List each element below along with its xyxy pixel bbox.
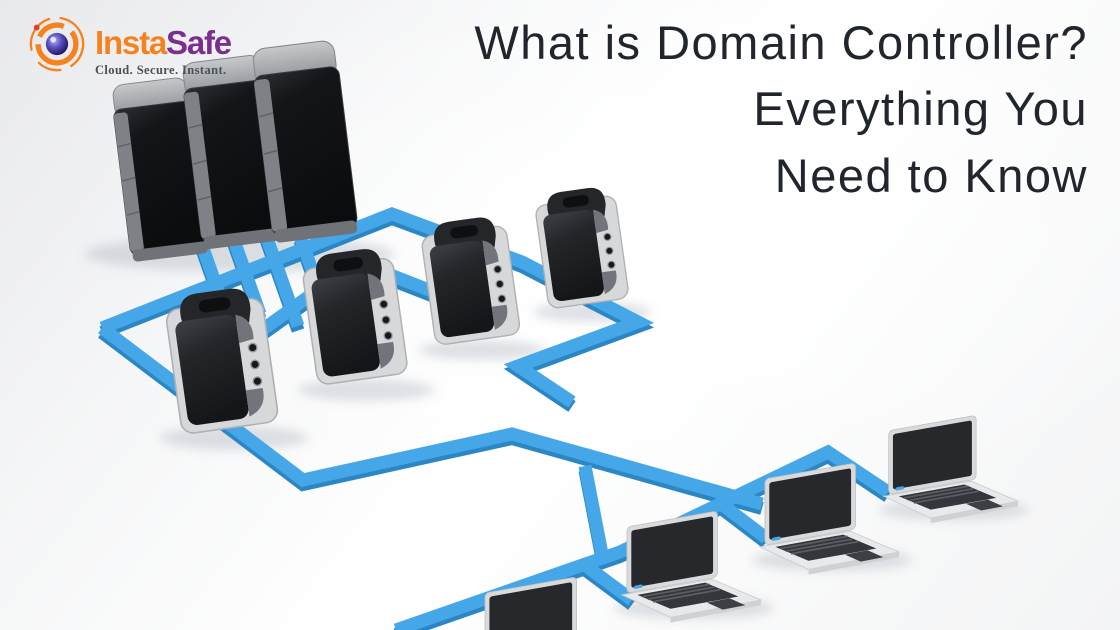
desktop-tower [418, 213, 522, 347]
brand-name-part-insta: Insta [95, 24, 167, 61]
title-line-1: What is Domain Controller? [474, 16, 1088, 69]
brand-name: InstaSafe [95, 24, 232, 61]
page-title: What is Domain Controller? Everything Yo… [474, 10, 1088, 209]
desktop-tower [299, 244, 410, 387]
brand-name-part-safe: Safe [166, 24, 232, 61]
instasafe-logo[interactable]: InstaSafe Cloud. Secure. Instant. [26, 13, 232, 78]
title-line-2: Everything You [753, 82, 1088, 136]
title-line-3: Need to Know [774, 148, 1088, 202]
brand-tagline: Cloud. Secure. Instant. [95, 63, 227, 77]
logo-text: InstaSafe Cloud. Secure. Instant. [95, 13, 232, 78]
desktop-tower [162, 283, 280, 436]
logo-eye-sphere [45, 32, 69, 56]
logo-red-dot [33, 24, 40, 31]
instasafe-logo-icon [29, 16, 85, 72]
